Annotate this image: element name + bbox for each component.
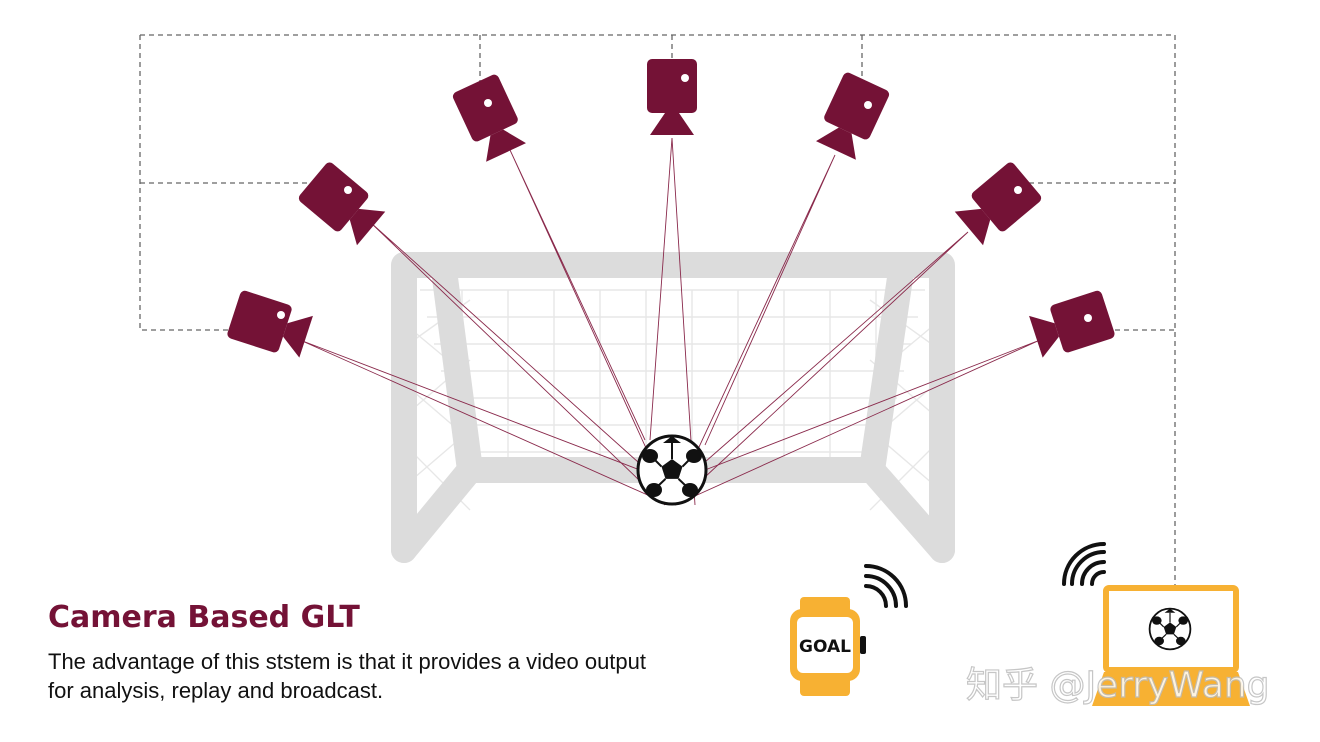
watch-goal-label: GOAL [799,637,851,657]
camera-5-icon [813,70,891,162]
camera-1-icon [226,289,314,361]
soccer-ball-icon [636,434,708,506]
diagram-title: Camera Based GLT [48,600,360,635]
laptop-signal-icon [1062,542,1106,586]
watermark: 知乎 @JerryWang [966,665,1270,706]
goal-net [399,289,941,511]
diagram-description: The advantage of this ststem is that it … [48,649,647,703]
camera-3-icon [451,72,529,164]
camera-4-icon [647,59,697,135]
camera-6-icon [952,160,1044,248]
laptop-screen-ball-icon [1148,607,1192,651]
camera-sight-lines [299,137,1041,506]
dashed-connection-lines [139,34,1176,588]
camera-2-icon [296,160,388,248]
camera-7-icon [1028,289,1116,361]
smartwatch-icon: GOAL [790,597,866,696]
watch-signal-icon [864,564,908,608]
goal-frame [391,252,955,563]
